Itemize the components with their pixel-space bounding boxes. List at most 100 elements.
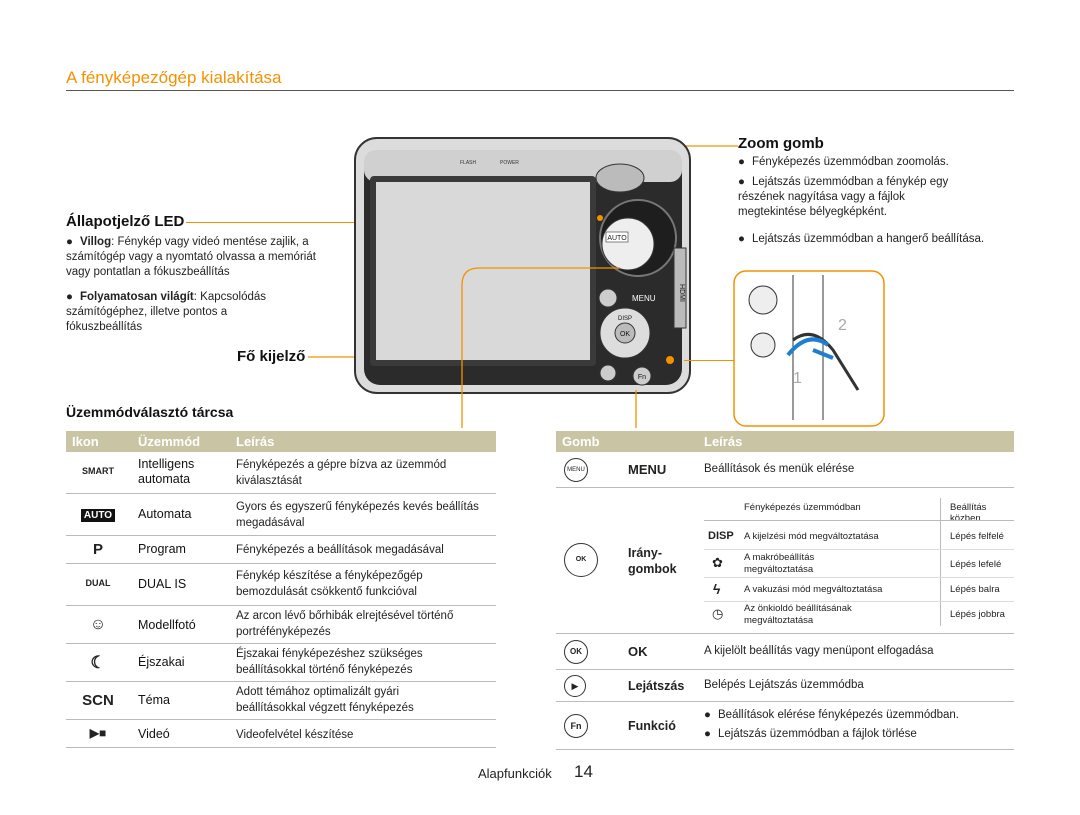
dual-is-icon: DUAL [85, 578, 111, 588]
main-display-title: Fő kijelző [237, 348, 306, 365]
table-row: SMART Intelligens automata Fényképezés a… [66, 452, 496, 494]
mode-desc: Fénykép készítése a fényképezőgép bemozd… [236, 570, 423, 598]
camera-hdmi-label: HDMI [678, 284, 685, 302]
mode-desc: Fényképezés a beállítások megadásával [236, 544, 444, 556]
table-row: ✿ A makróbeállítás megváltoztatása Lépés… [704, 550, 1014, 578]
table-row: ☾ Éjszakai Éjszakai fényképezéshez szüks… [66, 644, 496, 682]
nav-setting-desc: Lépés balra [950, 584, 1000, 595]
mode-desc: Videofelvétel készítése [236, 729, 354, 741]
status-led-item-2: ●Folyamatosan világít: Kapcsolódás számí… [66, 291, 267, 333]
menu-button-icon: MENU [564, 458, 588, 482]
mode-name: Program [138, 542, 186, 556]
table-row: ☺ Modellfotó Az arcon lévő bőrhibák elre… [66, 606, 496, 644]
mode-name: Automata [138, 507, 192, 521]
playback-desc: Belépés Lejátszás üzemmódba [704, 679, 864, 691]
table-row: DUAL DUAL IS Fénykép készítése a fénykép… [66, 564, 496, 606]
table-row: ▶ Lejátszás Belépés Lejátszás üzemmódba [556, 670, 1014, 702]
status-led-title: Állapotjelző LED [66, 213, 185, 230]
nav-photo-desc: A makróbeállítás megváltoztatása [744, 552, 815, 575]
mode-desc: Adott témához optimalizált gyári beállít… [236, 686, 414, 714]
table-row: DISP A kijelzési mód megváltoztatása Lép… [704, 526, 1014, 550]
menu-desc: Beállítások és menük elérése [704, 463, 855, 475]
mode-name: Intelligens automata [138, 457, 195, 486]
nav-setting-desc: Lépés felfelé [950, 531, 1004, 542]
table-row: Fn Funkció ●Beállítások elérése fényképe… [556, 702, 1014, 750]
table-row: P Program Fényképezés a beállítások mega… [66, 536, 496, 564]
zoom-item-3: ●Lejátszás üzemmódban a hangerő beállítá… [738, 233, 985, 245]
table-leaders [461, 267, 637, 428]
camera-power-label: POWER [500, 160, 519, 166]
zoom-title: Zoom gomb [738, 135, 824, 152]
flash-icon: ϟ [713, 581, 721, 597]
macro-icon: ✿ [712, 555, 723, 570]
table-row: ϟ A vakuzási mód megváltoztatása Lépés b… [704, 578, 1014, 602]
auto-icon: AUTO [80, 509, 116, 522]
fn-label: Funkció [628, 719, 676, 733]
ok-button-icon: OK [564, 640, 588, 664]
table-row: ◷ Az önkioldó beállításának megváltoztat… [704, 602, 1014, 628]
camera-disp-label: DISP [618, 316, 632, 322]
nav-setting-desc: Lépés lefelé [950, 559, 1002, 570]
nav-photo-desc: A vakuzási mód megváltoztatása [744, 584, 883, 595]
nav-subheader-setting: Beállítás közben [950, 502, 987, 524]
button-header-button: Gomb [562, 434, 600, 449]
smart-auto-icon: SMART [82, 466, 114, 476]
menu-label: MENU [628, 462, 667, 477]
fn-item-1: ●Beállítások elérése fényképezés üzemmód… [704, 709, 960, 721]
button-table-header: Gomb Leírás [556, 431, 1014, 452]
zoom-item-1: ●Fényképezés üzemmódban zoomolás. [738, 156, 949, 168]
zoom-item-2: ●Lejátszás üzemmódban a fénykép egy rész… [738, 176, 949, 218]
table-row: AUTO Automata Gyors és egyszerű fényképe… [66, 494, 496, 536]
mode-header-icon: Ikon [72, 434, 99, 449]
camera-ok-label: OK [620, 331, 630, 338]
strap-step-2: 2 [838, 317, 847, 334]
strap-inset: 2 1 [733, 270, 885, 427]
fn-button-icon: Fn [564, 714, 588, 738]
playback-button-icon: ▶ [564, 675, 586, 697]
nav-label: Irány-gombok [628, 546, 677, 576]
table-row: SCN Téma Adott témához optimalizált gyár… [66, 682, 496, 720]
mode-name: Téma [138, 693, 170, 707]
table-row: MENU MENU Beállítások és menük elérése [556, 452, 1014, 488]
table-row: OK OK A kijelölt beállítás vagy menüpont… [556, 634, 1014, 670]
dial-auto-label: AUTO [607, 235, 627, 242]
ok-label: OK [628, 644, 648, 659]
mode-desc: Az arcon lévő bőrhibák elrejtésével tört… [236, 610, 454, 638]
mode-desc: Éjszakai fényképezéshez szükséges beállí… [236, 648, 423, 676]
nav-setting-desc: Lépés jobbra [950, 609, 1005, 620]
table-row: ▶■ Videó Videofelvétel készítése [66, 720, 496, 748]
night-icon: ☾ [90, 653, 106, 672]
title-rule [66, 90, 1014, 91]
mode-header-mode: Üzemmód [138, 434, 201, 449]
button-table: MENU MENU Beállítások és menük elérése O… [556, 452, 1014, 757]
camera-fn-label: Fn [638, 374, 646, 381]
status-led-item-1: ●Villog: Fénykép vagy videó mentése zajl… [66, 236, 316, 278]
playback-label: Lejátszás [628, 679, 685, 693]
table-row: OK Irány-gombok Fényképezés üzemmódban B… [556, 488, 1014, 634]
nav-photo-desc: A kijelzési mód megváltoztatása [744, 531, 879, 542]
nav-pad-icon: OK [564, 543, 598, 577]
mode-dial-title: Üzemmódválasztó tárcsa [66, 404, 234, 420]
program-icon: P [92, 541, 103, 558]
movie-icon: ▶■ [89, 726, 107, 740]
camera-menu-label: MENU [632, 294, 656, 303]
page-title: A fényképezőgép kialakítása [66, 68, 282, 87]
scene-icon: SCN [82, 692, 114, 709]
beauty-shot-icon: ☺ [89, 616, 107, 633]
footer-section-label: Alapfunkciók [478, 766, 552, 781]
mode-table: SMART Intelligens automata Fényképezés a… [66, 452, 496, 752]
mode-name: Éjszakai [138, 655, 185, 669]
page-number: 14 [574, 762, 593, 781]
disp-key-icon: DISP [708, 530, 734, 542]
timer-icon: ◷ [712, 606, 724, 621]
mode-desc: Fényképezés a gépre bízva az üzemmód kiv… [236, 459, 447, 487]
ok-desc: A kijelölt beállítás vagy menüpont elfog… [704, 645, 934, 657]
camera-illustration: AUTO MENU OK DISP Fn HDMI FLASH POWER [354, 137, 691, 394]
mode-header-desc: Leírás [236, 434, 275, 449]
camera-flash-label: FLASH [460, 160, 477, 166]
mode-desc: Gyors és egyszerű fényképezés kevés beál… [236, 501, 479, 529]
button-header-desc: Leírás [704, 434, 743, 449]
nav-photo-desc: Az önkioldó beállításának megváltoztatás… [744, 603, 852, 626]
mode-name: DUAL IS [138, 577, 187, 591]
mode-name: Modellfotó [138, 618, 196, 632]
